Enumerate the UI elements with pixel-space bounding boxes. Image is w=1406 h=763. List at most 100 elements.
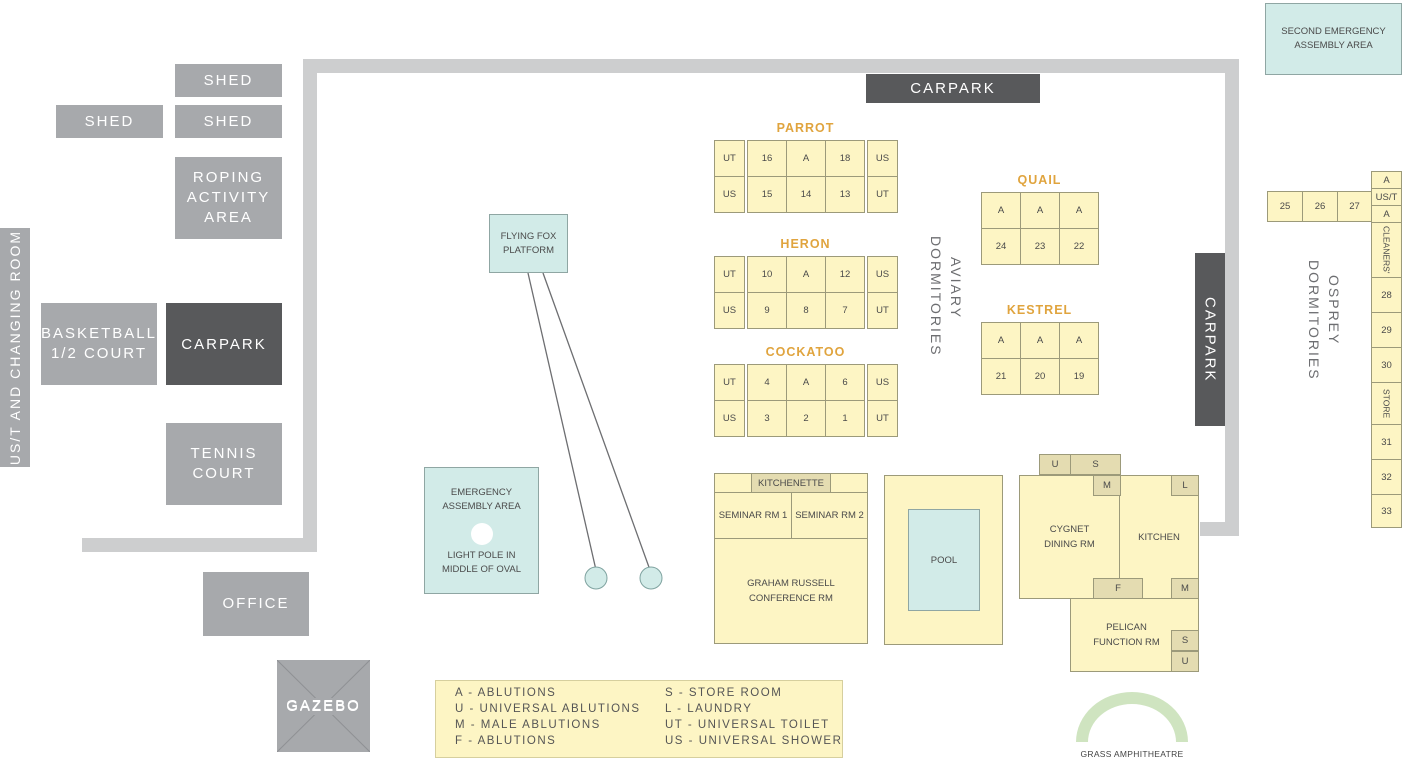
cygnet-line-1: CYGNET bbox=[1049, 524, 1090, 535]
seminar-room-1: SEMINAR RM 1 bbox=[714, 492, 792, 539]
parrot-right-top: US bbox=[867, 140, 898, 177]
aviary-line-1: AVIARY bbox=[948, 256, 964, 320]
shed-left-label: SHED bbox=[84, 112, 135, 130]
osprey-room: 31 bbox=[1371, 424, 1402, 460]
office: OFFICE bbox=[203, 572, 309, 636]
gazebo-label: GAZEBO bbox=[286, 697, 361, 714]
heron-room: 12 bbox=[825, 256, 865, 293]
emergency-line-2: ASSEMBLY AREA bbox=[442, 501, 521, 512]
light-pole-line-2: MIDDLE OF OVAL bbox=[441, 564, 521, 575]
legend-item: F - ABLUTIONS bbox=[455, 735, 557, 747]
cygnet-s-tag: S bbox=[1070, 454, 1121, 475]
conference-line-2: CONFERENCE RM bbox=[749, 593, 833, 604]
quail-room: A bbox=[981, 192, 1021, 229]
shed-right-label: SHED bbox=[203, 112, 254, 130]
osprey-room: 32 bbox=[1371, 459, 1402, 495]
roping-activity-area: ROPING ACTIVITY AREA bbox=[175, 157, 282, 239]
cygnet-u-tag: U bbox=[1039, 454, 1071, 475]
flying-fox-line-1: FLYING FOX bbox=[500, 230, 557, 242]
cygnet-f-tag: F bbox=[1093, 578, 1143, 599]
osprey-room: 27 bbox=[1337, 191, 1372, 222]
heron-right-bottom: UT bbox=[867, 292, 898, 329]
legend-item: US - UNIVERSAL SHOWER bbox=[665, 735, 843, 747]
quail-room: 22 bbox=[1059, 228, 1099, 265]
parrot-room: A bbox=[786, 140, 826, 177]
emergency-assembly-area: EMERGENCY ASSEMBLY AREA LIGHT POLE IN MI… bbox=[424, 467, 539, 594]
second-emergency-assembly-area: SECOND EMERGENCY ASSEMBLY AREA bbox=[1265, 3, 1402, 75]
gazebo-text: GAZEBO bbox=[277, 660, 370, 752]
parrot-room: 18 bbox=[825, 140, 865, 177]
legend: A - ABLUTIONS S - STORE ROOM U - UNIVERS… bbox=[435, 680, 843, 758]
heron-room: 7 bbox=[825, 292, 865, 329]
osprey-room: 29 bbox=[1371, 312, 1402, 348]
legend-item: UT - UNIVERSAL TOILET bbox=[665, 719, 830, 731]
tennis-court: TENNIS COURT bbox=[166, 423, 282, 505]
second-assembly-line-2: ASSEMBLY AREA bbox=[1294, 40, 1373, 51]
osprey-col-ust: US/T bbox=[1371, 188, 1402, 206]
parrot-left-bottom: US bbox=[714, 176, 745, 213]
carpark-right-label: CARPARK bbox=[1201, 296, 1219, 383]
kestrel-room: 19 bbox=[1059, 358, 1099, 395]
shed-left: SHED bbox=[56, 105, 163, 138]
osprey-cleaners-label: CLEANERS' bbox=[1381, 226, 1392, 274]
light-pole-icon bbox=[470, 523, 493, 545]
changing-room: US/T AND CHANGING ROOM bbox=[0, 228, 30, 467]
kestrel-room: A bbox=[1059, 322, 1099, 359]
carpark-right: CARPARK bbox=[1195, 253, 1225, 426]
tennis-line-1: TENNIS bbox=[190, 445, 258, 462]
parrot-room: 16 bbox=[747, 140, 787, 177]
osprey-col-a-bottom: A bbox=[1371, 205, 1402, 223]
aviary-line-2: DORMITORIES bbox=[928, 236, 944, 357]
heron-room: 10 bbox=[747, 256, 787, 293]
basketball-line-1: BASKETBALL bbox=[41, 325, 157, 342]
quail-room: A bbox=[1020, 192, 1060, 229]
legend-item: M - MALE ABLUTIONS bbox=[455, 719, 601, 731]
light-pole-line-1: LIGHT POLE IN bbox=[447, 550, 516, 561]
shed-top-label: SHED bbox=[203, 71, 254, 89]
kestrel-title: KESTREL bbox=[1006, 303, 1073, 317]
osprey-col-a-top: A bbox=[1371, 171, 1402, 189]
cockatoo-left-top: UT bbox=[714, 364, 745, 401]
osprey-store-label: STORE bbox=[1381, 388, 1392, 419]
grass-amphitheatre-label: GRASS AMPHITHEATRE bbox=[1080, 749, 1184, 759]
cockatoo-room: 4 bbox=[747, 364, 787, 401]
osprey-room: 26 bbox=[1302, 191, 1338, 222]
pelican-line-2: FUNCTION RM bbox=[1093, 637, 1160, 648]
cockatoo-left-bottom: US bbox=[714, 400, 745, 437]
kestrel-room: A bbox=[1020, 322, 1060, 359]
cockatoo-room: 2 bbox=[786, 400, 826, 437]
parrot-room: 14 bbox=[786, 176, 826, 213]
cockatoo-room: 6 bbox=[825, 364, 865, 401]
pelican-u-tag: U bbox=[1171, 651, 1199, 672]
office-label: OFFICE bbox=[222, 595, 290, 612]
heron-left-bottom: US bbox=[714, 292, 745, 329]
flying-fox-end-2 bbox=[639, 566, 663, 590]
osprey-room: 25 bbox=[1267, 191, 1303, 222]
flying-fox-end-1 bbox=[584, 566, 608, 590]
parrot-room: 15 bbox=[747, 176, 787, 213]
osprey-col-store: STORE bbox=[1371, 382, 1402, 425]
legend-item: U - UNIVERSAL ABLUTIONS bbox=[455, 703, 641, 715]
cockatoo-title: COCKATOO bbox=[765, 345, 846, 359]
legend-item: S - STORE ROOM bbox=[665, 687, 783, 699]
legend-item: L - LAUNDRY bbox=[665, 703, 753, 715]
flying-fox-cable-1 bbox=[527, 272, 597, 571]
pelican-s-tag: S bbox=[1171, 630, 1199, 651]
heron-room: 8 bbox=[786, 292, 826, 329]
kestrel-room: 21 bbox=[981, 358, 1021, 395]
shed-top: SHED bbox=[175, 64, 282, 97]
flying-fox-line-2: PLATFORM bbox=[502, 244, 555, 256]
heron-title: HERON bbox=[780, 237, 831, 251]
roping-line-1: ROPING bbox=[192, 169, 265, 186]
kestrel-room: A bbox=[981, 322, 1021, 359]
roping-line-2: ACTIVITY bbox=[186, 189, 271, 206]
quail-room: A bbox=[1059, 192, 1099, 229]
parrot-room: 13 bbox=[825, 176, 865, 213]
quail-room: 23 bbox=[1020, 228, 1060, 265]
parrot-left-top: UT bbox=[714, 140, 745, 177]
osprey-room: 30 bbox=[1371, 347, 1402, 383]
flying-fox-cable-2 bbox=[542, 272, 651, 571]
heron-room: 9 bbox=[747, 292, 787, 329]
osprey-dormitories-label: OSPREY DORMITORIES bbox=[1298, 260, 1344, 381]
osprey-room: 28 bbox=[1371, 277, 1402, 313]
